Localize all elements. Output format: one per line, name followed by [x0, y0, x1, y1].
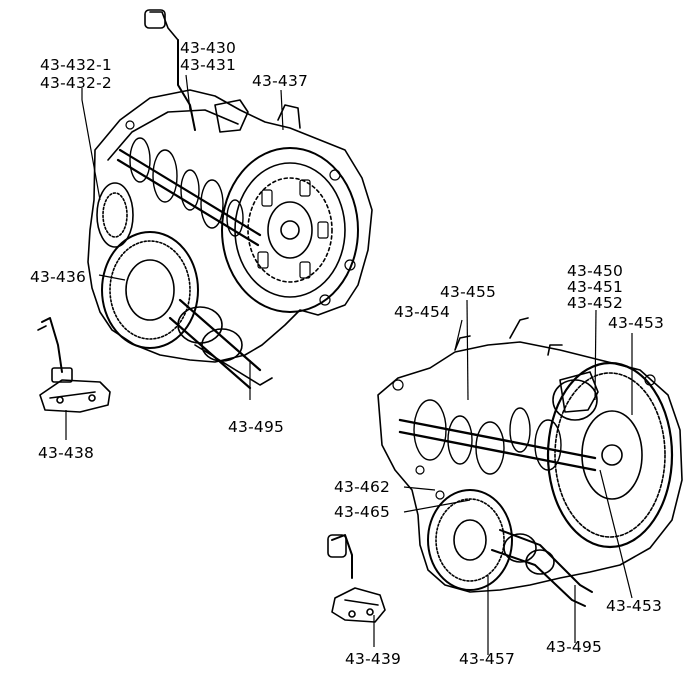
- gear-shift-lever-439: [327, 534, 386, 623]
- label-43-462: 43-462: [334, 478, 390, 496]
- label-43-436: 43-436: [30, 268, 86, 286]
- label-43-432-2: 43-432-2: [40, 74, 112, 92]
- label-43-438: 43-438: [38, 444, 94, 462]
- label-43-431: 43-431: [180, 56, 236, 74]
- gear-shift-lever-438: [37, 317, 111, 413]
- label-43-450: 43-450: [567, 262, 623, 280]
- upper-transaxle-assembly: [87, 9, 373, 390]
- label-43-457: 43-457: [459, 650, 515, 668]
- label-43-465: 43-465: [334, 503, 390, 521]
- part-labels: 43-432-1 43-432-2 43-430 43-431 43-437 4…: [30, 39, 664, 668]
- label-43-453-upper: 43-453: [608, 314, 664, 332]
- label-43-455: 43-455: [440, 283, 496, 301]
- label-43-439: 43-439: [345, 650, 401, 668]
- label-43-432-1: 43-432-1: [40, 56, 112, 74]
- label-43-454: 43-454: [394, 303, 450, 321]
- label-43-453-lower: 43-453: [606, 597, 662, 615]
- label-43-452: 43-452: [567, 294, 623, 312]
- label-43-430: 43-430: [180, 39, 236, 57]
- lower-transaxle-assembly: [377, 317, 683, 607]
- label-43-451: 43-451: [567, 278, 623, 296]
- label-43-495-lower: 43-495: [546, 638, 602, 656]
- label-43-495-upper: 43-495: [228, 418, 284, 436]
- label-43-437: 43-437: [252, 72, 308, 90]
- leader-lines: [65, 74, 633, 655]
